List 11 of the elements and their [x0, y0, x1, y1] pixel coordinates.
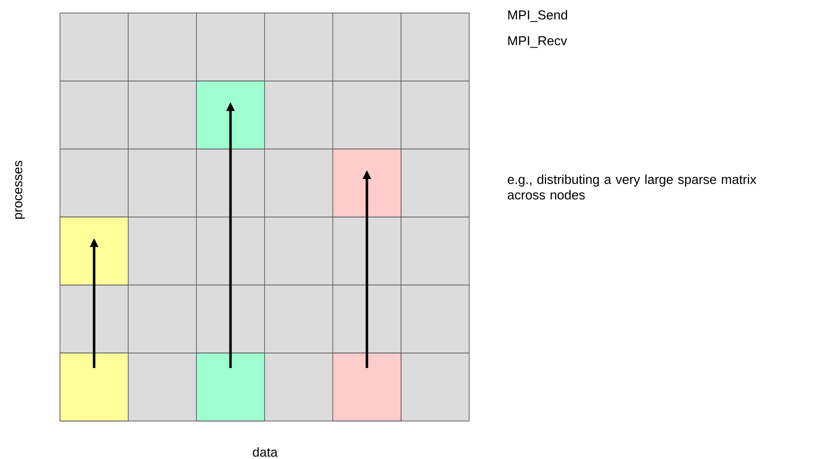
label-text: data	[252, 447, 278, 457]
highlighted-cell	[332, 352, 402, 422]
highlighted-cell	[196, 352, 265, 422]
highlighted-cell	[60, 216, 129, 286]
highlighted-cell	[196, 80, 265, 150]
label-text: processes	[15, 160, 25, 219]
highlighted-cell	[60, 352, 129, 422]
highlighted-cell	[332, 148, 402, 218]
label-text: MPI_Send	[508, 10, 568, 22]
label-text: e.g., distributing a very large sparse matrix across nodes	[508, 174, 756, 200]
label-text: MPI_Recv	[508, 36, 568, 48]
